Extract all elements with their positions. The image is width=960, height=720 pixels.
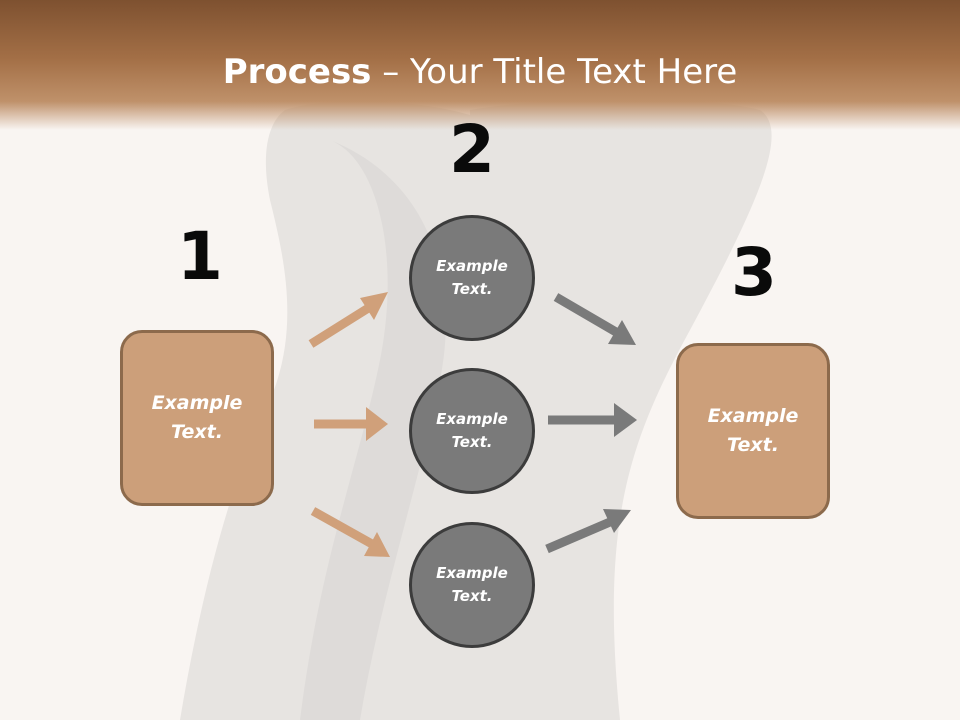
left-box: Example Text. <box>120 330 274 506</box>
circle-top-text: Example Text. <box>436 257 508 298</box>
arrow-left-to-middle <box>314 407 388 441</box>
arrow-bottom-to-right <box>545 509 631 554</box>
left-box-text: Example Text. <box>151 392 243 443</box>
right-box: Example Text. <box>676 343 830 519</box>
step-number-1: 1 <box>177 218 223 295</box>
right-box-text: Example Text. <box>707 405 799 456</box>
title-bold: Process <box>222 52 372 92</box>
arrow-left-to-bottom <box>310 507 390 557</box>
step-number-3: 3 <box>731 234 777 311</box>
circle-top: Example Text. <box>409 215 535 341</box>
slide-title: Process – Your Title Text Here <box>0 52 960 92</box>
circle-bottom: Example Text. <box>409 522 535 648</box>
arrow-middle-to-right <box>548 403 637 437</box>
arrow-left-to-top <box>308 292 388 348</box>
arrow-top-to-right <box>553 293 636 345</box>
title-banner <box>0 0 960 130</box>
circle-middle: Example Text. <box>409 368 535 494</box>
circle-bottom-text: Example Text. <box>436 564 508 605</box>
circle-middle-text: Example Text. <box>436 410 508 451</box>
step-number-2: 2 <box>449 111 495 188</box>
title-rest: – Your Title Text Here <box>371 52 738 92</box>
